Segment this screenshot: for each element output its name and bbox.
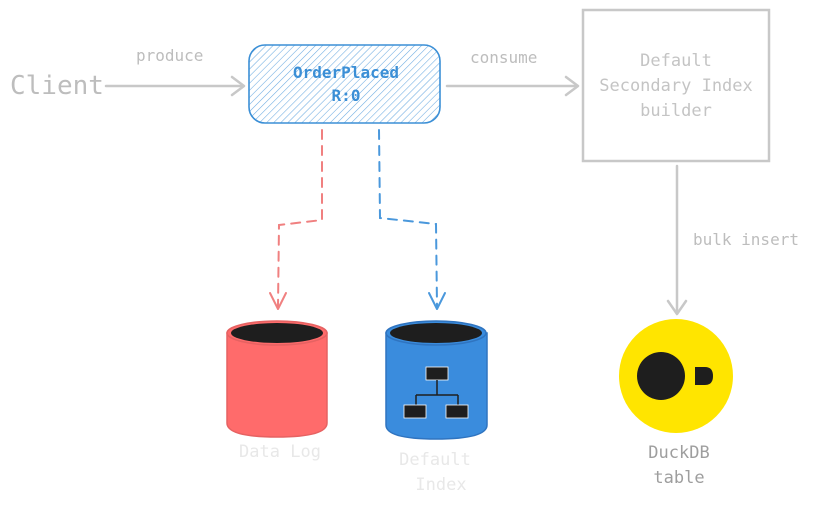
event-name: OrderPlaced [293,63,399,82]
arrow-icon [269,292,287,310]
arrow-icon [666,299,688,316]
default-index-database: Default Index [385,320,488,495]
database-icon [226,320,328,438]
data-log-arrow [269,129,323,310]
default-index-label-1: Default [399,450,471,470]
duckdb-table: DuckDB table [619,319,733,488]
arrow-icon [428,292,446,310]
builder-line-2: Secondary Index [599,76,753,96]
produce-arrow [104,75,246,97]
arrow-icon [564,75,580,97]
bulk-insert-arrow [666,164,688,316]
data-log-label: Data Log [239,442,321,462]
index-builder-box: Default Secondary Index builder [581,8,771,163]
order-placed-event: OrderPlaced R:0 [248,44,441,124]
consume-label: consume [470,48,537,67]
arrow-icon [230,75,246,97]
duckdb-logo-icon [619,319,733,433]
produce-label: produce [136,46,203,65]
default-index-label-2: Index [415,475,466,495]
event-revision: R:0 [332,86,361,105]
client-label: Client [10,71,104,101]
builder-line-3: builder [640,101,712,121]
tree-icon [403,366,469,419]
default-index-arrow [378,129,446,310]
builder-line-1: Default [640,51,712,71]
data-log-database: Data Log [226,320,328,462]
duckdb-label-2: table [653,468,704,488]
duckdb-label-1: DuckDB [648,443,709,463]
bulk-insert-label: bulk insert [693,230,799,249]
consume-arrow [445,75,580,97]
